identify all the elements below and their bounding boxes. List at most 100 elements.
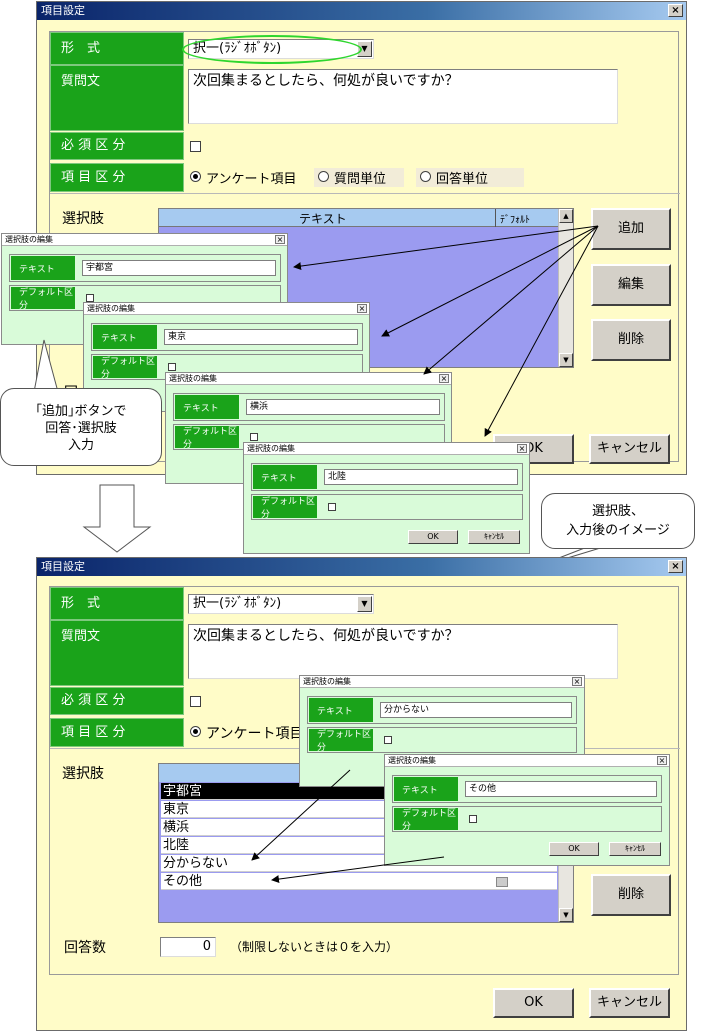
dialog-title: 選択肢の編集	[244, 443, 529, 455]
scroll-down-icon[interactable]: ▼	[559, 908, 573, 922]
default-cell-icon	[496, 877, 508, 887]
question-label: 質問文	[50, 65, 184, 131]
choices-label: 選択肢	[62, 766, 104, 782]
arrow-to-dialog-2	[381, 225, 599, 337]
ok-button[interactable]: OK	[493, 988, 574, 1018]
text-input[interactable]: その他	[465, 781, 657, 797]
radio-survey-item-label: アンケート項目	[206, 726, 304, 742]
required-checkbox[interactable]	[190, 696, 201, 707]
callout-add-button-note: ｢追加｣ボタンで 回答･選択肢 入力	[0, 388, 162, 466]
window-title: 項目設定	[41, 4, 85, 17]
dialog-title: 選択肢の編集	[300, 676, 584, 688]
answers-input[interactable]: 0	[160, 937, 216, 957]
question-textarea[interactable]: 次回集まるとしたら、何処が良いですか？	[188, 69, 618, 124]
text-input[interactable]: 北陸	[324, 469, 518, 485]
list-header-divider	[495, 209, 496, 227]
text-row: テキスト 東京	[91, 323, 363, 351]
answers-label: 回答数	[64, 940, 106, 956]
question-textarea[interactable]: 次回集まるとしたら、何処が良いですか？	[188, 624, 618, 679]
callout-left-line2: 回答･選択肢	[45, 421, 117, 436]
default-checkbox[interactable]	[86, 294, 94, 302]
radio-question-unit-label: 質問単位	[334, 172, 387, 187]
separator	[50, 193, 680, 194]
text-label: テキスト	[93, 325, 157, 349]
radio-survey-item-label: アンケート項目	[206, 172, 297, 187]
text-input[interactable]: 宇都宮	[82, 260, 276, 276]
default-checkbox[interactable]	[384, 736, 392, 744]
scroll-up-icon[interactable]: ▲	[559, 209, 573, 223]
close-icon[interactable]: ×	[668, 560, 683, 573]
callout-right-line2: 入力後のイメージ	[566, 523, 670, 538]
delete-button[interactable]: 削除	[591, 874, 671, 916]
text-label: テキスト	[309, 698, 373, 722]
list-item[interactable]: その他	[161, 873, 557, 890]
scroll-down-icon[interactable]: ▼	[559, 353, 573, 367]
text-label: テキスト	[11, 256, 75, 280]
close-icon[interactable]: ×	[657, 756, 667, 765]
edit-choice-dialog-4: 選択肢の編集 × テキスト 北陸 デフォルト区分 OK ｷｬﾝｾﾙ	[243, 442, 530, 554]
list-scrollbar[interactable]: ▲ ▼	[558, 209, 573, 367]
ok-button[interactable]: OK	[549, 842, 599, 856]
close-icon[interactable]: ×	[572, 677, 582, 686]
bottom-window-titlebar: 項目設定 ×	[37, 558, 686, 576]
radio-survey-item[interactable]	[190, 726, 201, 737]
close-icon[interactable]: ×	[357, 304, 367, 313]
radio-question-unit[interactable]	[318, 171, 329, 182]
text-input[interactable]: 横浜	[246, 399, 440, 415]
highlight-ellipse	[182, 35, 362, 64]
dialog-title: 選択肢の編集	[166, 373, 451, 385]
default-checkbox[interactable]	[328, 503, 336, 511]
window-title: 項目設定	[41, 560, 85, 573]
ok-button[interactable]: OK	[408, 530, 458, 544]
text-input[interactable]: 東京	[164, 329, 358, 345]
callout-left-line3: 入力	[67, 438, 94, 453]
radio-bg2	[416, 168, 524, 187]
question-value: 次回集まるとしたら、何処が良いですか？	[193, 628, 459, 644]
dialog-title: 選択肢の編集	[84, 303, 369, 315]
default-label: デフォルト区分	[11, 287, 75, 311]
callout-left-line1: ｢追加｣ボタンで	[35, 404, 127, 419]
answers-value: 0	[202, 939, 211, 954]
default-checkbox[interactable]	[250, 433, 258, 441]
text-row: テキスト 宇都宮	[9, 254, 281, 282]
dialog-title: 選択肢の編集	[385, 755, 669, 767]
item-class-label: 項 目 区 分	[50, 718, 184, 747]
default-checkbox[interactable]	[168, 363, 176, 371]
default-checkbox[interactable]	[469, 815, 477, 823]
format-combo[interactable]: 択一(ﾗｼﾞｵﾎﾞﾀﾝ)▼	[188, 594, 374, 614]
default-label: デフォルト区分	[309, 729, 373, 753]
cancel-button[interactable]: キャンセル	[589, 988, 670, 1018]
default-label: デフォルト区分	[93, 356, 157, 380]
text-row: テキスト 分からない	[307, 696, 577, 724]
radio-answer-unit[interactable]	[420, 171, 431, 182]
default-label: デフォルト区分	[253, 496, 317, 520]
default-row: デフォルト区分	[307, 727, 577, 753]
list-header-default: ﾃﾞﾌｫﾙﾄ	[500, 215, 530, 226]
text-row: テキスト 横浜	[173, 393, 445, 421]
edit-button[interactable]: 編集	[591, 264, 671, 306]
list-header	[159, 209, 558, 227]
question-label: 質問文	[50, 620, 184, 686]
text-input[interactable]: 分からない	[380, 702, 572, 718]
item-class-label: 項 目 区 分	[50, 163, 184, 192]
delete-button[interactable]: 削除	[591, 319, 671, 361]
required-checkbox[interactable]	[190, 141, 201, 152]
radio-survey-item[interactable]	[190, 171, 201, 182]
top-window-titlebar: 項目設定 ×	[37, 2, 686, 20]
text-label: テキスト	[394, 777, 458, 801]
default-label: デフォルト区分	[394, 808, 458, 832]
callout-result-note: 選択肢、 入力後のイメージ	[541, 493, 695, 549]
arrow-to-item-6	[271, 856, 445, 884]
text-label: テキスト	[253, 465, 317, 489]
text-label: テキスト	[175, 395, 239, 419]
required-label: 必 須 区 分	[50, 687, 184, 715]
answers-hint: （制限しないときは０を入力）	[230, 940, 399, 954]
cancel-button[interactable]: キャンセル	[589, 434, 670, 464]
cancel-button[interactable]: ｷｬﾝｾﾙ	[468, 530, 520, 544]
close-icon[interactable]: ×	[668, 4, 683, 17]
chevron-down-icon[interactable]: ▼	[357, 596, 372, 612]
cancel-button[interactable]: ｷｬﾝｾﾙ	[609, 842, 661, 856]
close-icon[interactable]: ×	[517, 444, 527, 453]
close-icon[interactable]: ×	[439, 374, 449, 383]
close-icon[interactable]: ×	[275, 235, 285, 244]
